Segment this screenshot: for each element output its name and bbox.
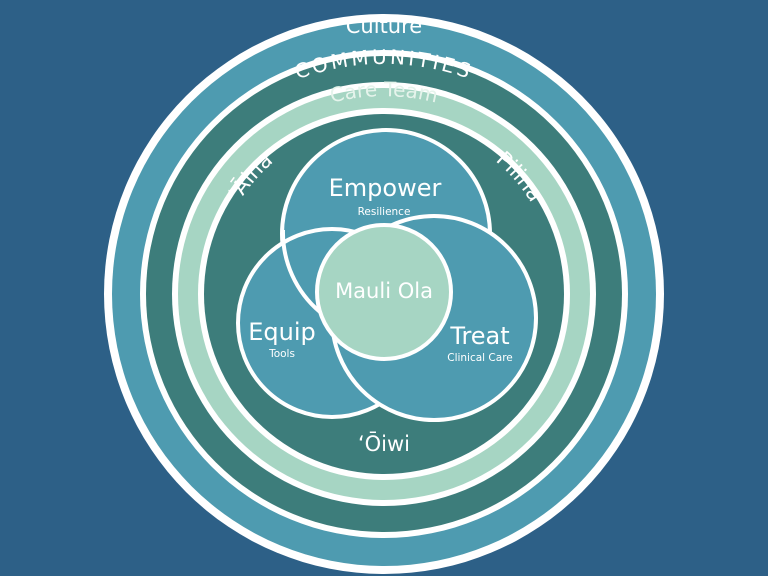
treat-subtitle: Clinical Care xyxy=(447,352,513,364)
empower-circle-edge xyxy=(280,229,322,314)
mauli-ola-circle xyxy=(315,223,453,361)
culture-label: Culture xyxy=(346,14,422,38)
oiwi-label: ʻŌiwi xyxy=(358,431,410,456)
equip-subtitle: Tools xyxy=(268,348,295,360)
empower-title: Empower xyxy=(329,174,442,202)
treat-title: Treat xyxy=(449,322,509,350)
equip-title: Equip xyxy=(248,318,316,346)
empower-subtitle: Resilience xyxy=(358,206,411,218)
mauli-ola-label: Mauli Ola xyxy=(335,279,433,303)
